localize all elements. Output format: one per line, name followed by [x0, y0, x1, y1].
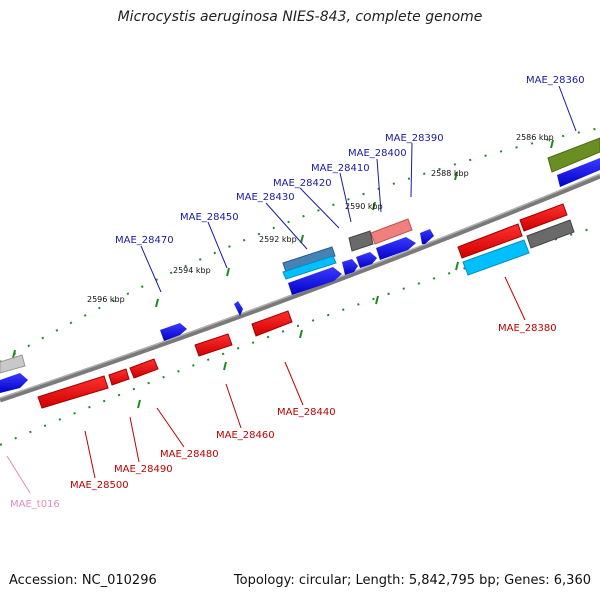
gene-forward-arrow[interactable] — [0, 373, 28, 393]
gene-forward-arrow[interactable] — [356, 252, 377, 268]
accession-text: Accession: NC_010296 — [9, 573, 157, 588]
gene-label-MAE_28470[interactable]: MAE_28470 — [115, 235, 174, 246]
forward-features — [0, 137, 600, 393]
gene-MAE_28390-arrow[interactable] — [420, 229, 434, 244]
tick-label: 2592 kbp — [259, 235, 297, 244]
tick-label: 2590 kbp — [345, 202, 383, 211]
gene-label-MAE_28500[interactable]: MAE_28500 — [70, 480, 129, 491]
gene-MAE_28420-arrow[interactable] — [282, 255, 337, 280]
forward-tick-ring — [0, 127, 600, 363]
gene-MAE_28360-arrow[interactable] — [547, 137, 600, 173]
gene-MAE_28500-arrow[interactable] — [37, 375, 109, 409]
genome-backbone — [0, 173, 600, 403]
gene-forward-arrow[interactable] — [288, 267, 342, 295]
gene-MAE_28460-arrow[interactable] — [194, 333, 233, 357]
gene-forward-arrow[interactable] — [376, 237, 416, 260]
tick-label: 2594 kbp — [173, 266, 211, 275]
gene-labels: MAE_28360 MAE_28390 MAE_28400 MAE_28410 … — [10, 75, 585, 510]
gene-forward-arrow[interactable] — [342, 259, 358, 275]
gene-label-MAE_28400[interactable]: MAE_28400 — [348, 148, 407, 159]
gene-MAE_28400-arrow[interactable] — [370, 218, 413, 245]
gene-label-MAE_28380[interactable]: MAE_28380 — [498, 323, 557, 334]
gene-MAE_28490-arrow[interactable] — [108, 368, 130, 386]
gene-MAE_28450-arrow[interactable] — [234, 301, 243, 316]
gene-label-MAE_28450[interactable]: MAE_28450 — [180, 212, 239, 223]
major-ticks — [12, 139, 554, 409]
gene-forward-arrow[interactable] — [0, 354, 26, 374]
gene-label-MAE_28460[interactable]: MAE_28460 — [216, 430, 275, 441]
gene-reverse-arrow[interactable] — [526, 219, 575, 249]
gene-label-MAE_28420[interactable]: MAE_28420 — [273, 178, 332, 189]
gene-label-MAE_28440[interactable]: MAE_28440 — [277, 407, 336, 418]
gene-label-MAE_t016[interactable]: MAE_t016 — [10, 499, 60, 510]
gene-MAE_28480-arrow[interactable] — [129, 358, 159, 379]
gene-label-MAE_28430[interactable]: MAE_28430 — [236, 192, 295, 203]
tick-label: 2588 kbp — [431, 169, 469, 178]
reverse-features — [37, 203, 575, 409]
gene-label-MAE_28410[interactable]: MAE_28410 — [311, 163, 370, 174]
tick-label: 2596 kbp — [87, 295, 125, 304]
genome-summary-text: Topology: circular; Length: 5,842,795 bp… — [233, 573, 591, 588]
gene-MAE_28410-arrow[interactable] — [348, 230, 374, 252]
gene-MAE_28380-arrow[interactable] — [462, 239, 530, 276]
gene-MAE_28470-arrow[interactable] — [160, 323, 187, 341]
gene-MAE_28430-arrow[interactable] — [282, 246, 336, 273]
gene-label-MAE_28360[interactable]: MAE_28360 — [526, 75, 585, 86]
gene-MAE_28440-arrow[interactable] — [251, 310, 293, 337]
gene-label-MAE_28390[interactable]: MAE_28390 — [385, 133, 444, 144]
callout-lines — [6, 85, 577, 494]
gene-label-MAE_28490[interactable]: MAE_28490 — [114, 464, 173, 475]
tick-label: 2586 kbp — [516, 133, 554, 142]
gene-label-MAE_28480[interactable]: MAE_28480 — [160, 449, 219, 460]
map-title: Microcystis aeruginosa NIES-843, complet… — [117, 9, 483, 25]
gene-forward-arrow[interactable] — [557, 158, 600, 187]
gene-reverse-arrow[interactable] — [519, 203, 568, 232]
gene-reverse-arrow[interactable] — [457, 223, 523, 259]
